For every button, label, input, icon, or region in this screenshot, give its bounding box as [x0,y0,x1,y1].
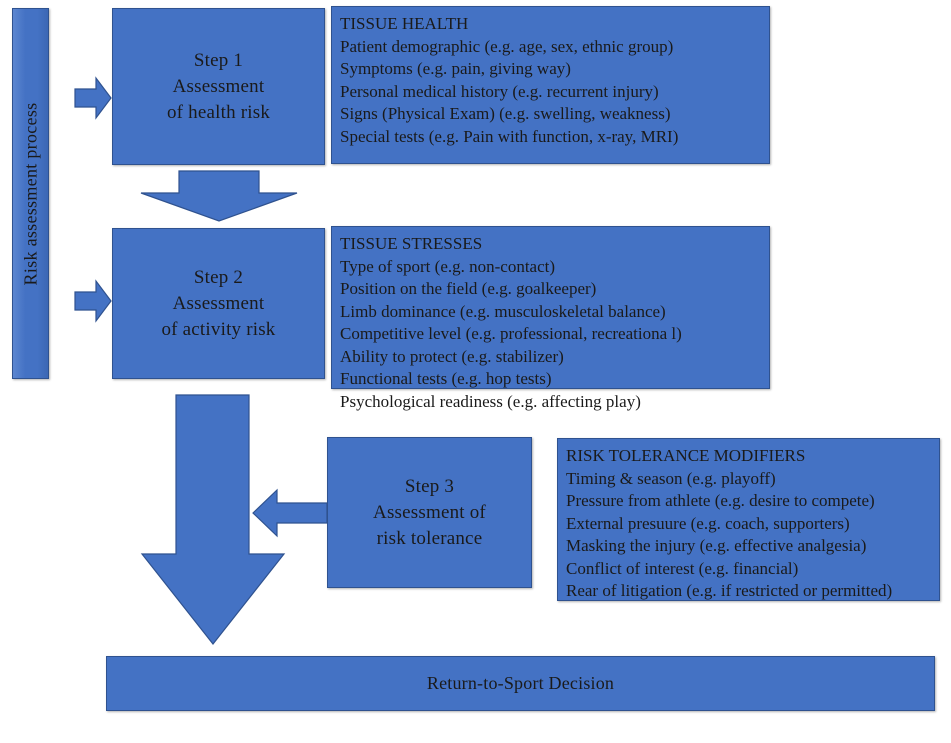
step3-box[interactable]: Step 3 Assessment of risk tolerance [327,437,532,588]
arrow-modifiers-to-step3-icon [252,488,328,538]
list-item: Special tests (e.g. Pain with function, … [340,126,679,146]
arrow-to-step1-icon [74,76,112,120]
list-item: Patient demographic (e.g. age, sex, ethn… [340,36,674,56]
arrow-to-step2-icon [74,279,112,323]
list-item: Pressure from athlete (e.g. desire to co… [566,491,875,510]
list-item: Signs (Physical Exam) (e.g. swelling, we… [340,104,671,123]
return-to-sport-decision-bar[interactable]: Return-to-Sport Decision [106,656,935,711]
tissue-health-title: TISSUE HEALTH [340,14,469,33]
return-to-sport-decision-label: Return-to-Sport Decision [426,673,615,693]
list-item: Functional tests (e.g. hop tests) [340,369,552,388]
list-item: Masking the injury (e.g. effective analg… [566,536,867,555]
list-item: Limb dominance (e.g. musculoskeletal bal… [340,301,666,321]
list-item: Rear of litigation (e.g. if restricted o… [566,581,893,600]
risk-assessment-process-bar: Risk assessment process [12,8,49,379]
list-item: Timing & season (e.g. playoff) [566,468,776,488]
tissue-stresses-title: TISSUE STRESSES [340,234,483,253]
arrow-step1-to-step2-icon [140,170,298,222]
arrow-step2-to-decision-icon [140,394,286,645]
tissue-health-list: Patient demographic (e.g. age, sex, ethn… [340,36,769,149]
step1-box[interactable]: Step 1 Assessment of health risk [112,8,325,165]
step2-label: Step 2 Assessment of activity risk [161,266,276,340]
step3-label: Step 3 Assessment of risk tolerance [373,475,486,549]
list-item: Type of sport (e.g. non-contact) [340,256,556,276]
risk-tolerance-modifiers-list: Timing & season (e.g. playoff) Pressure … [566,468,939,603]
list-item: Position on the field (e.g. goalkeeper) [340,279,597,298]
list-item: Psychological readiness (e.g. affecting … [340,391,641,411]
step2-box[interactable]: Step 2 Assessment of activity risk [112,228,325,379]
list-item: Conflict of interest (e.g. financial) [566,558,799,578]
list-item: Symptoms (e.g. pain, giving way) [340,59,571,78]
list-item: Ability to protect (e.g. stabilizer) [340,346,564,366]
tissue-stresses-list: Type of sport (e.g. non-contact) Positio… [340,256,769,414]
tissue-stresses-panel: TISSUE STRESSES Type of sport (e.g. non-… [331,226,770,411]
tissue-health-panel: TISSUE HEALTH Patient demographic (e.g. … [331,6,770,164]
list-item: External presuure (e.g. coach, supporter… [566,513,850,533]
risk-tolerance-modifiers-title: RISK TOLERANCE MODIFIERS [566,446,806,465]
list-item: Personal medical history (e.g. recurrent… [340,81,659,101]
list-item: Competitive level (e.g. professional, re… [340,324,682,343]
step1-label: Step 1 Assessment of health risk [166,49,271,123]
risk-tolerance-modifiers-panel: RISK TOLERANCE MODIFIERS Timing & season… [557,438,940,601]
risk-assessment-process-label: Risk assessment process [20,102,40,285]
